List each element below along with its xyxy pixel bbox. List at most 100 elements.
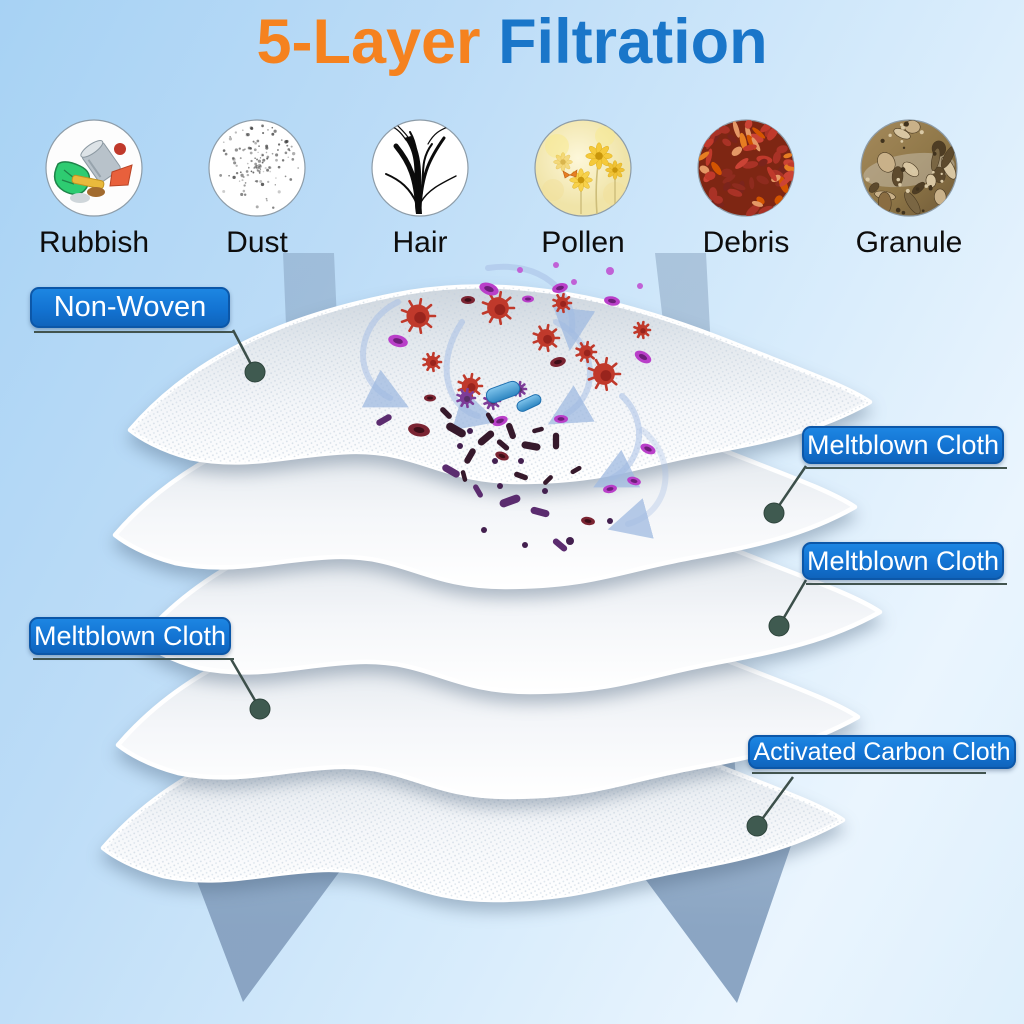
granule-grain bbox=[880, 138, 885, 143]
debris-leaf bbox=[699, 165, 710, 174]
particle-bd bbox=[570, 465, 582, 475]
granule-grain bbox=[940, 172, 943, 176]
dust-speckle bbox=[297, 167, 300, 169]
title-5-layer: 5-Layer bbox=[256, 7, 499, 77]
particle-dd bbox=[607, 518, 613, 524]
particle-dd bbox=[457, 443, 463, 449]
particle-rm bbox=[640, 443, 656, 455]
dust-speckle bbox=[242, 148, 245, 152]
dust-speckle bbox=[261, 161, 264, 164]
particle-bd bbox=[532, 426, 544, 434]
granule-grain bbox=[901, 210, 906, 215]
debris-leaf bbox=[704, 171, 716, 181]
particle-bp bbox=[473, 484, 483, 498]
dust-speckle bbox=[267, 180, 270, 183]
hair-icon bbox=[371, 119, 469, 217]
leader-dot-meltblown-left bbox=[249, 698, 271, 720]
dust-speckle bbox=[248, 167, 250, 169]
particle-rm bbox=[388, 334, 408, 348]
debris-icon bbox=[697, 119, 795, 217]
dust-speckle bbox=[239, 157, 242, 160]
dust-speckle bbox=[250, 159, 253, 163]
dust-speckle bbox=[239, 171, 242, 174]
dust-speckle bbox=[255, 205, 259, 209]
pollutant-label: Debris bbox=[702, 226, 790, 259]
pollutant-item-pollen: Pollen bbox=[508, 118, 658, 260]
granule-grain bbox=[921, 209, 925, 213]
dust-speckle bbox=[253, 148, 257, 152]
dust-speckle bbox=[292, 152, 296, 156]
debris-leaf bbox=[713, 195, 723, 204]
dust-speckle bbox=[265, 197, 268, 200]
debris-leaf bbox=[722, 174, 736, 184]
debris-leaf bbox=[711, 161, 722, 176]
pollutant-label: Hair bbox=[392, 226, 448, 259]
particle-rm bbox=[627, 476, 641, 486]
granule-icon bbox=[860, 119, 958, 217]
particle-rd bbox=[495, 451, 509, 461]
dust-speckle bbox=[241, 176, 243, 178]
debris-leaf bbox=[731, 183, 746, 191]
debris-leaf bbox=[779, 175, 792, 187]
particle-bp bbox=[530, 506, 550, 518]
dust-speckle bbox=[245, 132, 248, 135]
dust-speckle bbox=[249, 151, 253, 155]
particle-rd bbox=[550, 357, 566, 367]
dust-speckle bbox=[271, 132, 275, 136]
granule-pebble bbox=[904, 191, 921, 215]
dust-speckle bbox=[264, 167, 267, 170]
debris-leaf bbox=[727, 188, 743, 197]
debris-leaf bbox=[698, 151, 710, 161]
dust-speckle bbox=[254, 165, 258, 169]
dust-speckle bbox=[246, 173, 250, 177]
dust-speckle bbox=[232, 157, 236, 162]
particle-dd bbox=[467, 428, 473, 434]
debris-leaf bbox=[722, 138, 732, 147]
callout-non-woven: Non-Woven bbox=[30, 287, 233, 333]
pollutant-label: Granule bbox=[855, 226, 963, 259]
particle-bd bbox=[496, 439, 510, 451]
dust-speckle bbox=[291, 158, 295, 161]
airflow-swirls bbox=[360, 263, 669, 539]
dust-speckle bbox=[266, 168, 269, 172]
dust-speckle bbox=[222, 149, 226, 152]
dust-speckle bbox=[271, 126, 274, 129]
dust-speckle bbox=[275, 158, 278, 162]
particle-bd bbox=[446, 422, 466, 438]
dust-speckle bbox=[253, 167, 255, 169]
dust-speckle bbox=[274, 184, 276, 186]
granule-pebble bbox=[868, 182, 880, 193]
debris-leaf bbox=[746, 204, 760, 216]
granule-pebble bbox=[891, 166, 904, 187]
particle-cb bbox=[516, 394, 542, 412]
particle-vr bbox=[481, 290, 516, 326]
debris-leaf bbox=[739, 132, 747, 151]
dust-speckle bbox=[286, 144, 289, 147]
dust-speckle bbox=[259, 170, 261, 172]
debris-leaf bbox=[758, 205, 774, 215]
dust-speckle bbox=[244, 182, 247, 184]
pollutant-item-debris: Debris bbox=[671, 118, 821, 260]
dust-speckle bbox=[259, 164, 262, 167]
dust-speckle bbox=[238, 180, 241, 182]
dust-speckle bbox=[254, 141, 257, 145]
dust-speckle bbox=[257, 151, 259, 153]
particle-dm bbox=[606, 267, 614, 275]
pollutant-item-granule: Granule bbox=[834, 118, 984, 260]
granule-grain bbox=[915, 187, 920, 191]
dust-speckle bbox=[258, 145, 260, 148]
debris-leaf bbox=[705, 148, 713, 166]
dust-speckle bbox=[284, 140, 288, 144]
granule-grain bbox=[895, 207, 901, 213]
callout-meltblown-left: Meltblown Cloth bbox=[29, 617, 234, 660]
debris-leaf bbox=[723, 181, 731, 191]
particle-vr bbox=[400, 297, 437, 335]
swirl-arrow bbox=[607, 427, 669, 539]
dust-speckle bbox=[255, 179, 259, 183]
dust-speckle bbox=[228, 137, 233, 141]
swirl-arrow bbox=[485, 263, 596, 351]
particle-dd bbox=[522, 542, 528, 548]
particle-dm bbox=[517, 267, 523, 273]
dust-speckle bbox=[246, 133, 250, 137]
